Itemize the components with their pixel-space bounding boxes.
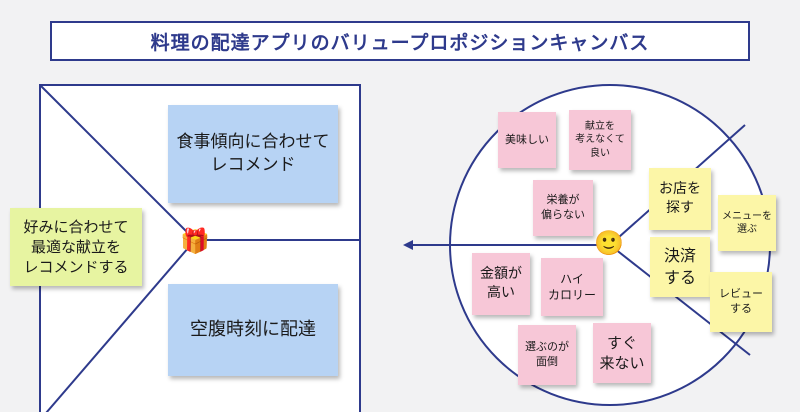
- job-note: レビュー する: [710, 272, 772, 332]
- smiling-face-icon: 🙂: [594, 229, 624, 257]
- value-map-divider-bottom: [45, 239, 196, 412]
- gain-note: 献立を 考えなくて 良い: [569, 110, 631, 170]
- pain-note: 選ぶのが 面倒: [518, 325, 576, 385]
- page-title: 料理の配達アプリのバリュープロポジションキャンバス: [50, 21, 750, 61]
- pain-note: すぐ 来ない: [593, 323, 651, 383]
- gift-icon: 🎁: [180, 227, 210, 255]
- pain-note: 金額が 高い: [472, 253, 530, 315]
- gain-note: 栄養が 偏らない: [533, 180, 593, 236]
- value-proposition-note: 好みに合わせて 最適な献立を レコメンドする: [10, 208, 142, 286]
- fit-arrow-head: [403, 240, 413, 250]
- job-note: 決済 する: [650, 237, 710, 297]
- job-note: メニューを 選ぶ: [718, 195, 776, 251]
- gain-note: 美味しい: [498, 112, 556, 168]
- customer-profile-divider-bottom: [609, 244, 751, 356]
- pain-reliever-note: 空腹時刻に配達: [168, 284, 338, 376]
- pain-note: ハイ カロリー: [541, 258, 603, 316]
- job-note: お店を 探す: [649, 168, 711, 230]
- gain-creator-note: 食事傾向に合わせて レコメンド: [168, 105, 338, 203]
- value-map-divider-top: [39, 84, 196, 241]
